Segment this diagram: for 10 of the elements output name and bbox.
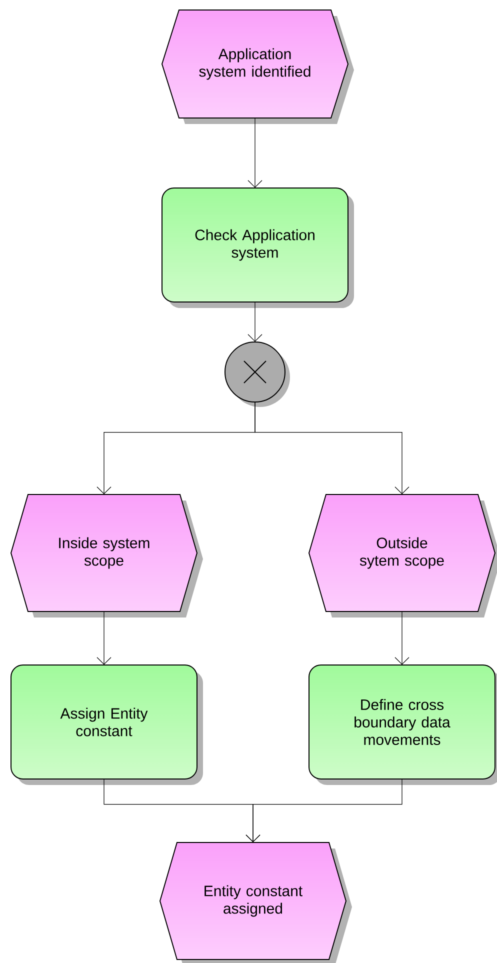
function-box: Define cross boundary data movements [308,664,497,785]
function-box: Check Application system [162,188,354,308]
arrow [248,302,262,342]
arrow [96,611,112,665]
arrow [246,778,402,842]
arrow [254,402,410,494]
arrow [394,611,410,665]
arrow [248,118,262,188]
xor-connector-circle [224,342,290,407]
function-box: Assign Entity constant [10,664,203,785]
